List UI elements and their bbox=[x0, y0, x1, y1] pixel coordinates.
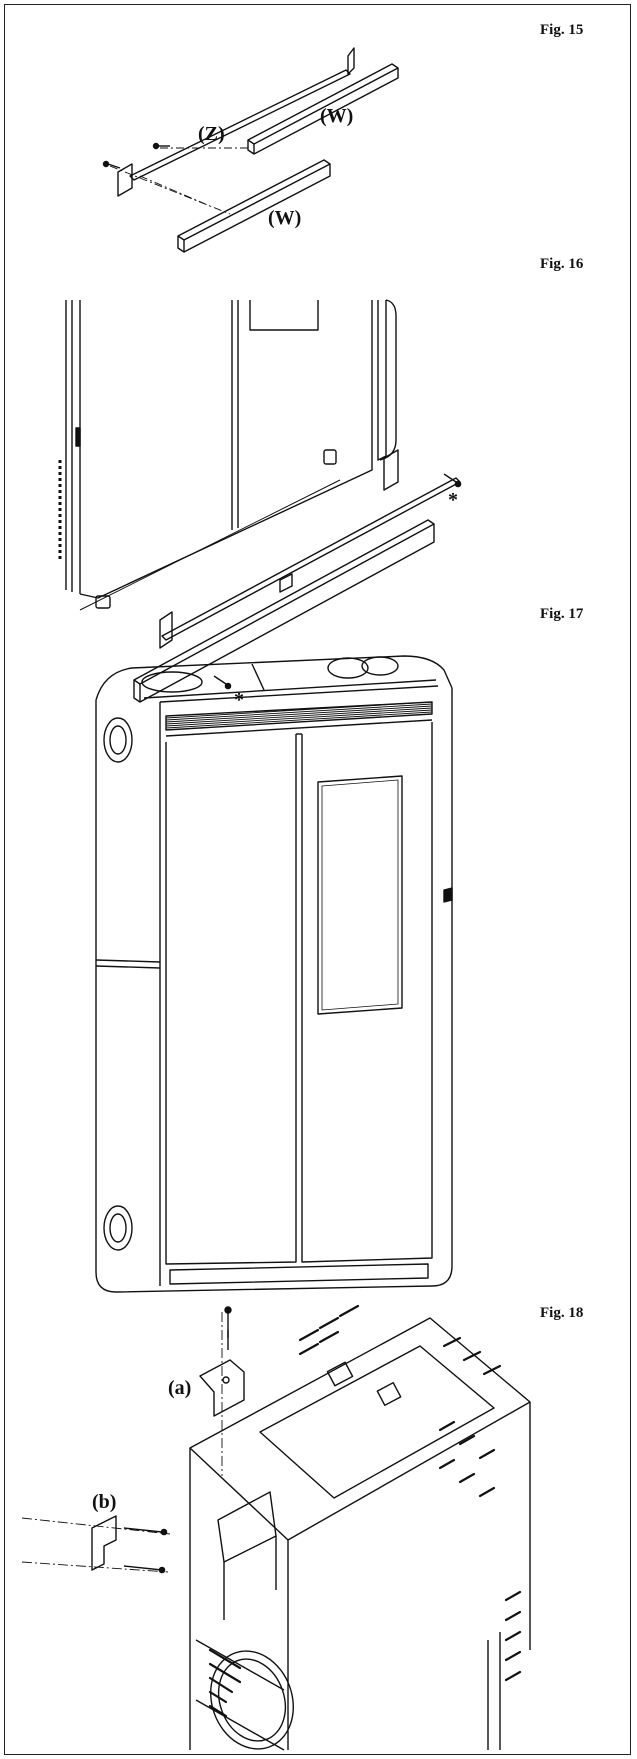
fig-16-label: Fig. 16 bbox=[540, 256, 584, 272]
fig17-grille-lines bbox=[165, 701, 433, 729]
fig18-vent-slots bbox=[208, 1304, 522, 1718]
fig16-stove-base bbox=[58, 299, 462, 703]
fig-18-label: Fig. 18 bbox=[540, 1305, 584, 1321]
fig15-callout-z: (Z) bbox=[198, 123, 225, 145]
fig18-callout-a: (a) bbox=[168, 1377, 191, 1399]
fig18-callout-b: (b) bbox=[92, 1491, 116, 1513]
fig15-callout-w-upper: (W) bbox=[320, 105, 353, 127]
fig15-assembly bbox=[102, 47, 399, 253]
fig16-star-left: * bbox=[234, 689, 244, 711]
fig16-star-right: * bbox=[448, 489, 458, 511]
fig-17-label: Fig. 17 bbox=[540, 606, 584, 622]
fig18-wall-bracket-assembly bbox=[21, 1306, 531, 1751]
page-frame bbox=[4, 4, 631, 1755]
fig17-stove-front bbox=[95, 655, 453, 1293]
fig15-callout-w-lower: (W) bbox=[268, 207, 301, 229]
fig-15-label: Fig. 15 bbox=[540, 22, 584, 38]
